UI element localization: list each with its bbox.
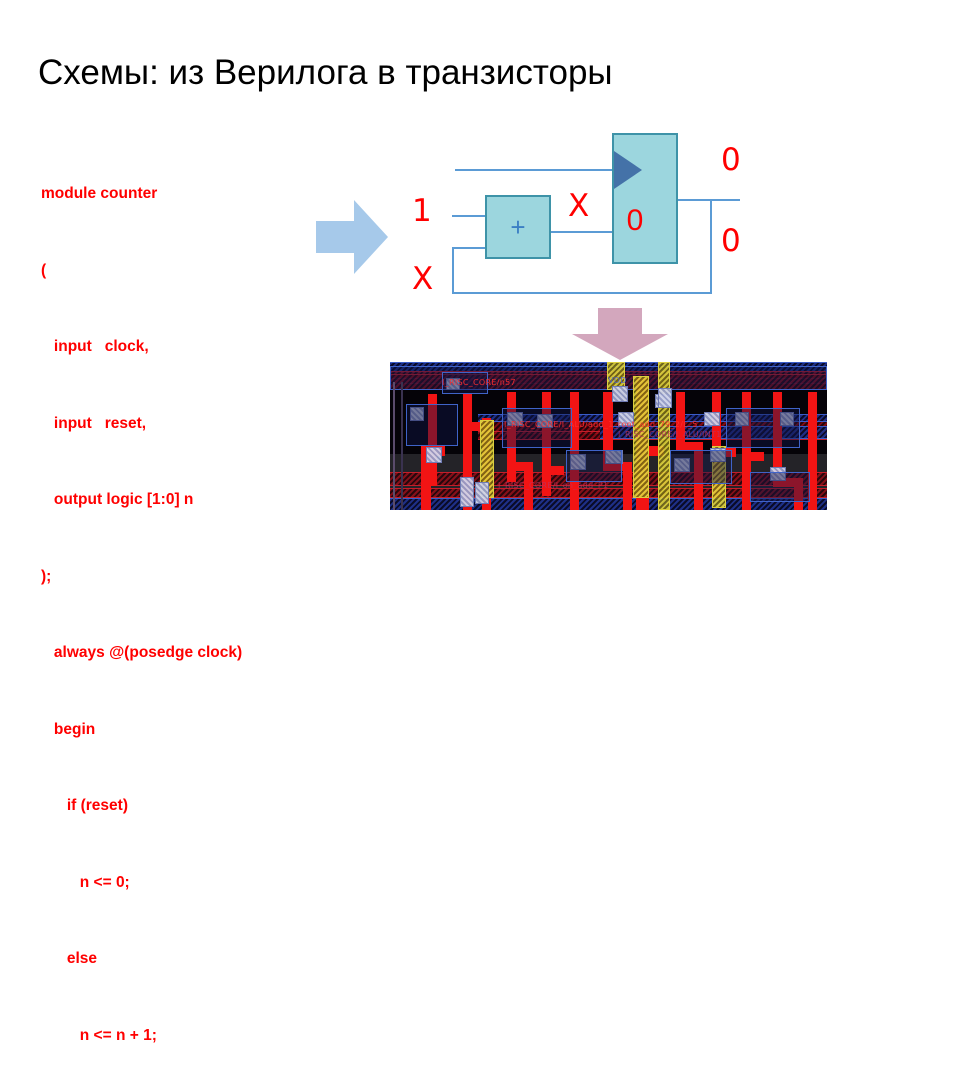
code-line: output logic [1:0] n xyxy=(41,491,194,508)
via-contact xyxy=(770,467,786,481)
wire-feedback-horizontal xyxy=(452,292,712,294)
layout-rail xyxy=(401,382,403,510)
metal-line xyxy=(694,442,703,510)
wire-feedback-vertical-left xyxy=(452,247,454,293)
cell-outline xyxy=(406,404,458,446)
via-contact xyxy=(570,454,586,470)
via-contact xyxy=(410,407,424,421)
via-contact xyxy=(612,386,628,402)
via-contact xyxy=(710,448,726,462)
metal-line xyxy=(676,392,685,448)
metal-line xyxy=(542,466,564,475)
metal-line xyxy=(603,462,631,471)
page-title: Схемы: из Верилога в транзисторы xyxy=(38,53,613,92)
layout-band xyxy=(478,414,827,422)
code-line: ); xyxy=(41,567,52,585)
metal-line xyxy=(794,478,803,510)
chip-layout-image: I_RISC_CORE/n57 VDD I_RISC_CORE/I_ALU/ad… xyxy=(390,362,827,510)
arrow-down-icon xyxy=(572,308,668,360)
wire-register-output xyxy=(678,199,740,201)
code-line: always @(posedge clock) xyxy=(41,644,243,661)
metal-line xyxy=(507,392,516,482)
metal-line xyxy=(808,392,817,510)
via-contact xyxy=(674,458,690,472)
cell-outline xyxy=(670,450,732,484)
wire-clock xyxy=(455,169,613,171)
metal-line xyxy=(507,462,531,471)
via-contact xyxy=(618,412,634,426)
wire-adder-input-b xyxy=(452,247,486,249)
metal-line xyxy=(712,392,721,498)
register-output-top-value: 0 xyxy=(721,142,741,178)
cell-outline xyxy=(726,408,800,448)
code-line: else xyxy=(41,950,98,967)
via-contact xyxy=(658,388,672,408)
net-label-n57: I_RISC_CORE/n57 xyxy=(442,378,516,387)
metal-line xyxy=(742,392,751,510)
wire-feedback-vertical-right xyxy=(710,199,712,294)
code-line: input clock, xyxy=(41,338,149,355)
arrow-right-icon xyxy=(316,200,388,274)
via-contact xyxy=(426,447,442,463)
via-contact xyxy=(537,414,553,428)
net-label-alu-add: I_RISC_CORE/I_ALU/add_1_root_add_79_2/L_… xyxy=(504,420,698,429)
metal-line xyxy=(524,462,533,510)
via-contact xyxy=(735,412,749,426)
clock-triangle-icon xyxy=(614,151,642,189)
code-line: if (reset) xyxy=(41,797,128,814)
verilog-code-block: module counter ( input clock, input rese… xyxy=(41,130,341,1080)
code-line: n <= n + 1; xyxy=(41,1026,157,1044)
metal-line xyxy=(542,392,551,496)
power-label-vdd: VDD xyxy=(608,376,627,385)
metal-line xyxy=(421,446,431,510)
metal-line xyxy=(428,394,437,486)
via-contact xyxy=(475,482,489,504)
cell-outline xyxy=(502,408,572,448)
metal-line xyxy=(773,392,782,486)
metal-line xyxy=(676,442,702,451)
layout-band xyxy=(390,488,827,498)
adder-label: + xyxy=(510,212,526,242)
metal-line xyxy=(463,422,489,431)
metal-line xyxy=(463,394,472,510)
adder-block xyxy=(485,195,551,259)
metal-line xyxy=(636,446,664,456)
code-line: input reset, xyxy=(41,414,147,432)
metal-line xyxy=(742,452,764,461)
metal-line xyxy=(570,392,579,510)
wire-adder-output xyxy=(551,231,613,233)
metal-line xyxy=(773,478,799,487)
metal-line xyxy=(623,462,632,510)
poly-column xyxy=(633,376,649,498)
metal-line xyxy=(603,392,613,470)
adder-input-a-value: 1 xyxy=(412,193,432,229)
layout-rail xyxy=(393,382,395,510)
adder-output-value: X xyxy=(568,188,590,224)
adder-input-b-value: X xyxy=(412,261,434,297)
cell-outline xyxy=(442,372,488,394)
via-contact xyxy=(446,378,460,390)
code-line: module counter xyxy=(41,185,158,202)
code-line: begin xyxy=(41,720,96,738)
via-contact xyxy=(460,477,474,507)
cell-outline xyxy=(750,472,810,502)
net-label-bottom: I_RISC_CORE/I_on_add_P1 xyxy=(498,481,609,490)
register-output-bottom-value: 0 xyxy=(721,223,741,259)
wire-adder-input-a xyxy=(452,215,486,217)
net-label-alu-int: I_RISC_CORE/I_ALU/INT1 xyxy=(618,430,722,439)
via-contact xyxy=(704,412,720,426)
code-line: n <= 0; xyxy=(41,873,130,891)
via-contact xyxy=(507,412,523,426)
register-value: 0 xyxy=(626,204,644,237)
schematic-diagram: + 0 1 X X 0 0 xyxy=(400,120,790,310)
cell-outline xyxy=(566,450,622,482)
via-contact xyxy=(780,412,794,426)
code-line: ( xyxy=(41,261,47,279)
